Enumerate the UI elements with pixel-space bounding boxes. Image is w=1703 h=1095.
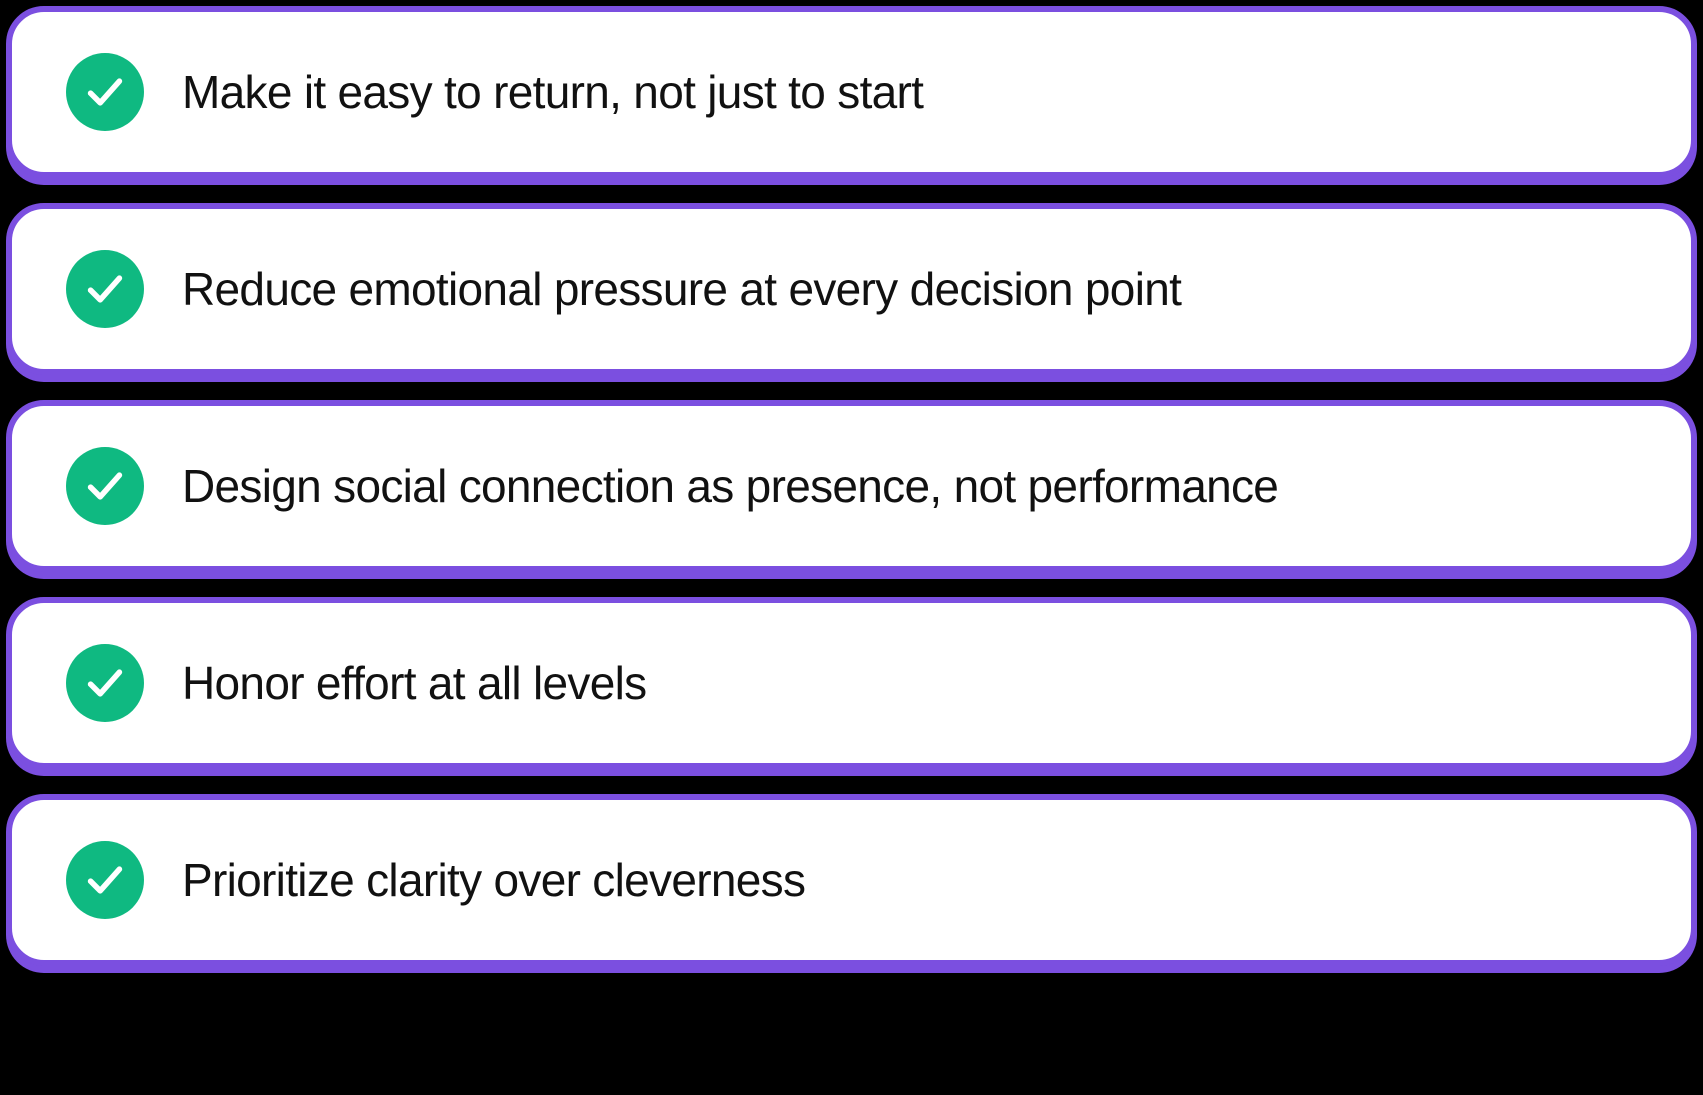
check-circle-icon [66, 250, 144, 328]
check-circle-icon [66, 644, 144, 722]
checklist-item-label: Prioritize clarity over cleverness [182, 853, 806, 906]
checklist-card[interactable]: Make it easy to return, not just to star… [6, 6, 1697, 178]
check-circle-icon [66, 53, 144, 131]
checklist-card[interactable]: Honor effort at all levels [6, 597, 1697, 769]
checklist-card[interactable]: Design social connection as presence, no… [6, 400, 1697, 572]
checklist-card[interactable]: Prioritize clarity over cleverness [6, 794, 1697, 966]
checklist-item-label: Honor effort at all levels [182, 656, 647, 709]
checklist-item-label: Make it easy to return, not just to star… [182, 65, 924, 118]
checklist-item-label: Reduce emotional pressure at every decis… [182, 262, 1182, 315]
checklist-card[interactable]: Reduce emotional pressure at every decis… [6, 203, 1697, 375]
check-circle-icon [66, 447, 144, 525]
checklist-item-label: Design social connection as presence, no… [182, 459, 1279, 512]
check-circle-icon [66, 841, 144, 919]
